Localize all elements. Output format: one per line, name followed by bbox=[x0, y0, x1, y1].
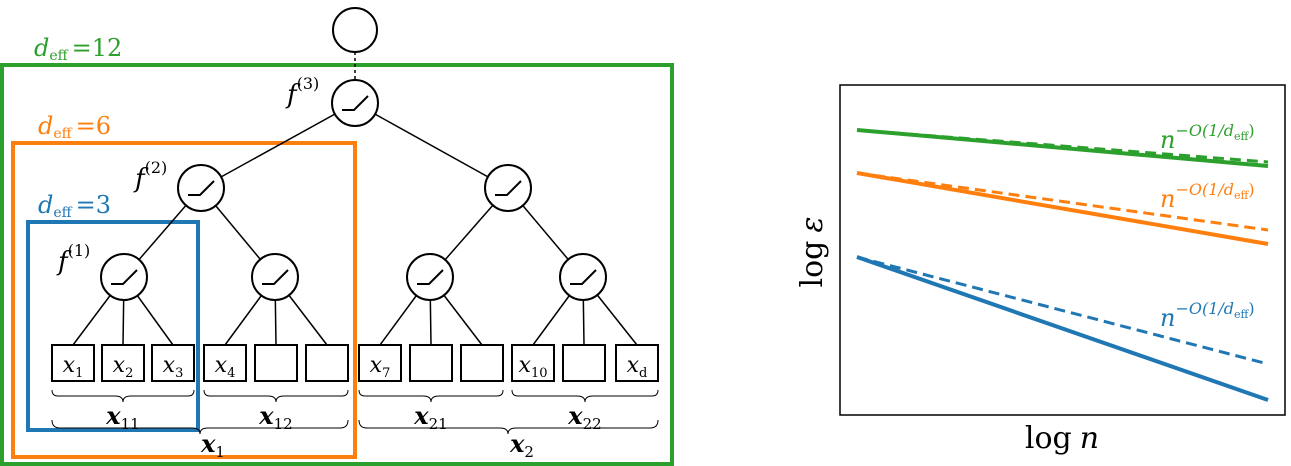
leaf-x1: x1 bbox=[51, 344, 95, 382]
leaf-empty-5 bbox=[254, 344, 298, 382]
plot-frame bbox=[839, 84, 1286, 416]
relu-icon bbox=[111, 269, 138, 285]
relu-node-level1-d bbox=[559, 253, 607, 301]
svg-text:x4: x4 bbox=[215, 353, 236, 381]
tree-diagram: deff=12 deff=6 deff=3 bbox=[0, 7, 674, 466]
leaf-x3: x3 bbox=[151, 344, 195, 382]
orange-solid-line bbox=[856, 171, 1269, 246]
svg-text:x7: x7 bbox=[370, 353, 391, 381]
braces-level1 bbox=[51, 389, 659, 403]
relu-node-level1-a bbox=[100, 253, 148, 301]
group-x1-label: x1 bbox=[200, 429, 225, 461]
svg-text:x3: x3 bbox=[163, 353, 184, 381]
f3-label: f(3) bbox=[285, 74, 319, 110]
blue-box-label: deff=3 bbox=[38, 191, 111, 221]
leaf-x10: x10 bbox=[511, 344, 555, 382]
leaf-empty-8 bbox=[409, 344, 453, 382]
svg-text:x1: x1 bbox=[63, 353, 84, 381]
f2-label: f(2) bbox=[133, 158, 167, 194]
y-axis-label: logε bbox=[795, 217, 830, 288]
green-dashed-line bbox=[856, 128, 1269, 164]
leaf-x4: x4 bbox=[203, 344, 247, 382]
relu-icon bbox=[495, 180, 522, 196]
blue-box bbox=[26, 220, 200, 432]
green-box-label: deff=12 bbox=[34, 34, 122, 64]
relu-node-level2-right bbox=[484, 164, 532, 212]
f1-label: f(1) bbox=[56, 241, 90, 277]
green-box bbox=[0, 63, 674, 466]
svg-text:xd: xd bbox=[627, 353, 648, 381]
relu-node-level3 bbox=[331, 79, 379, 127]
svg-text:x10: x10 bbox=[519, 353, 548, 381]
relu-node-level1-b bbox=[251, 253, 299, 301]
leaf-x7: x7 bbox=[358, 344, 402, 382]
leaf-empty-11 bbox=[562, 344, 606, 382]
leaf-x2: x2 bbox=[101, 344, 145, 382]
relu-icon bbox=[188, 180, 215, 196]
blue-solid-line bbox=[856, 255, 1269, 402]
root-node bbox=[332, 7, 378, 53]
green-rate-label: n−O(1/deff) bbox=[1160, 121, 1255, 154]
leaf-inputs: x1 x2 x3 x4 x7 bbox=[51, 344, 659, 382]
leaf-empty-9 bbox=[460, 344, 504, 382]
relu-node-level2-left bbox=[177, 164, 225, 212]
orange-box bbox=[11, 141, 357, 459]
activation-nodes bbox=[100, 79, 607, 301]
relu-icon bbox=[417, 269, 444, 285]
relu-node-level1-c bbox=[406, 253, 454, 301]
group-x2-label: x2 bbox=[509, 429, 534, 461]
svg-text:x2: x2 bbox=[113, 353, 134, 381]
orange-rate-label: n−O(1/deff) bbox=[1160, 180, 1255, 213]
leaf-empty-6 bbox=[305, 344, 349, 382]
braces-level2 bbox=[51, 419, 659, 435]
relu-icon bbox=[342, 95, 369, 111]
orange-dashed-line bbox=[856, 171, 1269, 232]
blue-rate-label: n−O(1/deff) bbox=[1160, 299, 1255, 332]
blue-dashed-line bbox=[856, 255, 1269, 366]
relu-icon bbox=[570, 269, 597, 285]
leaf-xd: xd bbox=[615, 344, 659, 382]
orange-box-label: deff=6 bbox=[38, 112, 111, 142]
relu-icon bbox=[262, 269, 289, 285]
